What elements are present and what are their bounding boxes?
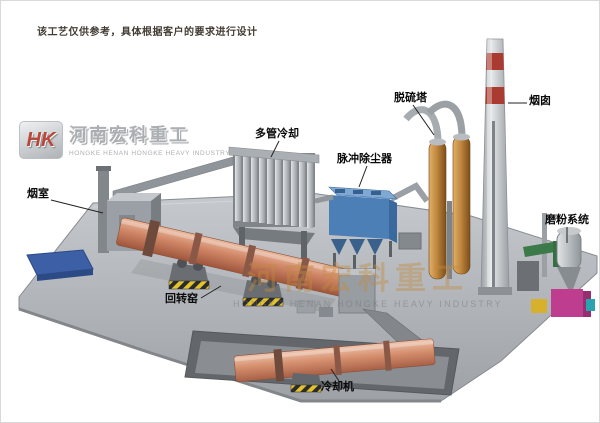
- brand-logo: HK 河南宏科重工 HONGKE HENAN HONGKE HEAVY INDU…: [19, 121, 230, 159]
- label-rotary-kiln: 回转窑: [165, 293, 198, 305]
- label-multi-tube-cooler: 多管冷却: [255, 128, 299, 140]
- blue-foundation-pad: [26, 249, 94, 281]
- logo-text: 河南宏科重工 HONGKE HENAN HONGKE HEAVY INDUSTR…: [69, 121, 230, 157]
- kiln-supports: [131, 258, 336, 313]
- label-desulfurization-tower: 脱硫塔: [394, 92, 427, 104]
- chimney: [478, 38, 512, 295]
- label-chimney: 烟囱: [529, 95, 551, 107]
- label-grinding-system: 磨粉系统: [545, 214, 589, 226]
- multi-tube-cooler: [228, 146, 334, 259]
- logo-monogram: HK: [26, 128, 56, 151]
- grinding-system: [517, 213, 595, 317]
- label-smoke-chamber: 烟室: [27, 188, 49, 200]
- hk-logo-icon: HK: [19, 121, 63, 159]
- cooling-machine: [233, 338, 436, 393]
- logo-company-en: HONGKE HENAN HONGKE HEAVY INDUSTRY: [69, 150, 231, 157]
- label-pulse-dust-collector: 脉冲除尘器: [337, 153, 392, 165]
- label-cooling-machine: 冷却机: [321, 381, 354, 393]
- logo-company-cn: 河南宏科重工: [69, 125, 189, 145]
- id-fan-ducting: [389, 182, 430, 250]
- pulse-dust-collector: [328, 186, 398, 269]
- leader-lines: [50, 102, 568, 382]
- disclaimer-note: 该工艺仅供参考，具体根据客户的要求进行设计: [37, 27, 258, 38]
- rotary-kiln: [116, 217, 351, 298]
- feed-duct: [112, 156, 234, 200]
- desulfurization-towers: [403, 100, 471, 280]
